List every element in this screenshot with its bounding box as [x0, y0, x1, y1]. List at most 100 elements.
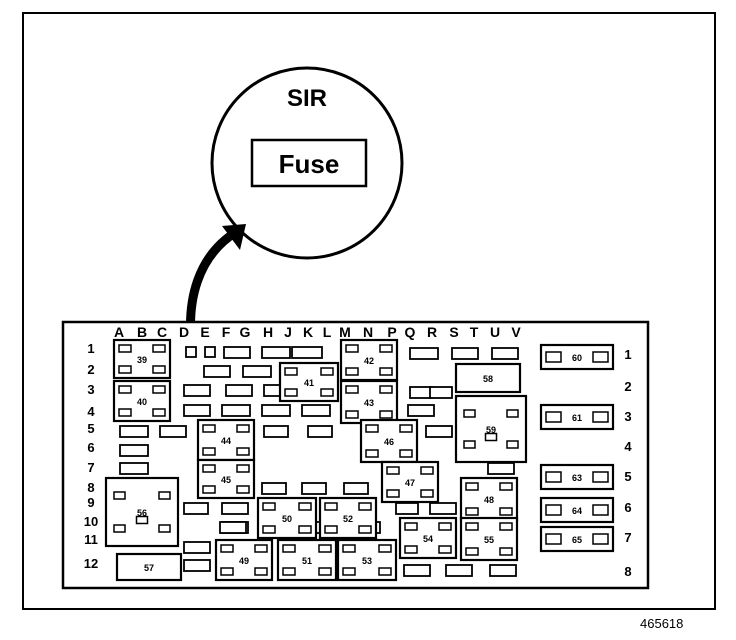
relay-terminal: [420, 489, 434, 498]
relay-terminal: [320, 388, 334, 397]
relay-terminal: [499, 547, 513, 556]
column-label-u: U: [490, 324, 500, 340]
relay-terminal: [152, 365, 166, 374]
maxi-fuse-terminal: [592, 504, 609, 516]
row-label-left-12: 12: [84, 556, 98, 571]
maxi-fuse-65: 65: [539, 525, 615, 553]
mini-fuse: [403, 564, 431, 577]
relay-outline: [454, 394, 528, 464]
relay-terminal: [365, 424, 379, 433]
relay-terminal: [236, 447, 250, 456]
row-label-left-6: 6: [87, 440, 94, 455]
relay-terminal: [379, 385, 393, 394]
relay-terminal: [262, 525, 276, 534]
relay-terminal: [118, 344, 132, 353]
relay-label: 59: [486, 425, 496, 435]
mini-fuse: [261, 404, 291, 417]
mini-fuse: [225, 384, 253, 397]
relay-terminal: [378, 544, 392, 553]
mini-fuse: [451, 347, 479, 360]
relay-terminal: [484, 432, 498, 442]
relay-terminal: [379, 367, 393, 376]
relay-terminal: [282, 567, 296, 576]
row-label-left-8: 8: [87, 480, 94, 495]
relay-54: 54: [398, 516, 458, 560]
relay-terminal: [113, 491, 126, 500]
relay-terminal: [284, 388, 298, 397]
relay-terminal: [254, 544, 268, 553]
figure-number: 465618: [640, 616, 684, 631]
maxi-fuse-terminal: [545, 351, 562, 363]
relay-label: 58: [483, 374, 493, 384]
row-label-right-1: 1: [624, 347, 631, 362]
mini-fuse: [261, 346, 291, 359]
maxi-fuse-63: 63: [539, 463, 615, 491]
relay-terminal: [399, 424, 413, 433]
relay-terminal: [379, 410, 393, 419]
maxi-fuse-terminal: [545, 504, 562, 516]
inset-fuse-label: Fuse: [279, 149, 340, 179]
mini-fuse: [409, 386, 433, 399]
relay-terminal: [118, 385, 132, 394]
relay-label: 53: [362, 556, 372, 566]
row-label-right-3: 3: [624, 409, 631, 424]
relay-label: 39: [137, 355, 147, 365]
mini-fuse: [307, 425, 333, 438]
column-label-q: Q: [405, 324, 416, 340]
relay-terminal: [465, 522, 479, 531]
maxi-fuse-terminal: [592, 411, 609, 423]
column-label-d: D: [179, 324, 189, 340]
maxi-fuse-label: 60: [572, 353, 582, 363]
relay-label: 40: [137, 397, 147, 407]
column-label-t: T: [470, 324, 479, 340]
relay-terminal: [404, 545, 418, 554]
maxi-fuse-terminal: [592, 533, 609, 545]
relay-terminal: [236, 424, 250, 433]
relay-terminal: [463, 440, 476, 449]
maxi-fuse-outline: [539, 496, 615, 524]
mini-fuse: [487, 462, 515, 475]
column-label-j: J: [284, 324, 292, 340]
relay-56: 56: [104, 476, 180, 548]
relay-terminal: [158, 491, 171, 500]
relay-outline: [115, 552, 183, 582]
row-label-left-3: 3: [87, 382, 94, 397]
relay-terminal: [378, 567, 392, 576]
maxi-fuse-terminal: [545, 411, 562, 423]
row-label-left-11: 11: [84, 532, 98, 547]
relay-57: 57: [115, 552, 183, 582]
column-label-h: H: [263, 324, 273, 340]
relay-terminal: [342, 567, 356, 576]
relay-label: 46: [384, 437, 394, 447]
relay-terminal: [118, 408, 132, 417]
relay-outline: [454, 362, 522, 394]
mini-fuse: [489, 564, 517, 577]
relay-terminal: [220, 544, 234, 553]
relay-label: 42: [364, 356, 374, 366]
column-label-v: V: [511, 324, 521, 340]
column-label-p: P: [387, 324, 396, 340]
mini-fuse: [203, 365, 231, 378]
row-label-left-5: 5: [87, 421, 94, 436]
mini-fuse: [407, 404, 435, 417]
column-label-k: K: [303, 324, 313, 340]
relay-47: 47: [380, 460, 440, 504]
relay-terminal: [324, 502, 338, 511]
relay-label: 55: [484, 535, 494, 545]
maxi-fuse-label: 64: [572, 506, 582, 516]
relay-terminal: [499, 507, 513, 516]
mini-fuse: [119, 444, 149, 457]
column-label-f: F: [222, 324, 231, 340]
mini-fuses: [119, 346, 519, 577]
relay-label: 57: [144, 563, 154, 573]
relay-terminal: [202, 464, 216, 473]
inset-title: SIR: [287, 85, 327, 112]
relay-terminal: [202, 424, 216, 433]
relay-terminal: [499, 482, 513, 491]
sir-inset: SIR Fuse: [210, 66, 404, 260]
relay-terminal: [236, 464, 250, 473]
relay-39: 39: [112, 338, 172, 380]
